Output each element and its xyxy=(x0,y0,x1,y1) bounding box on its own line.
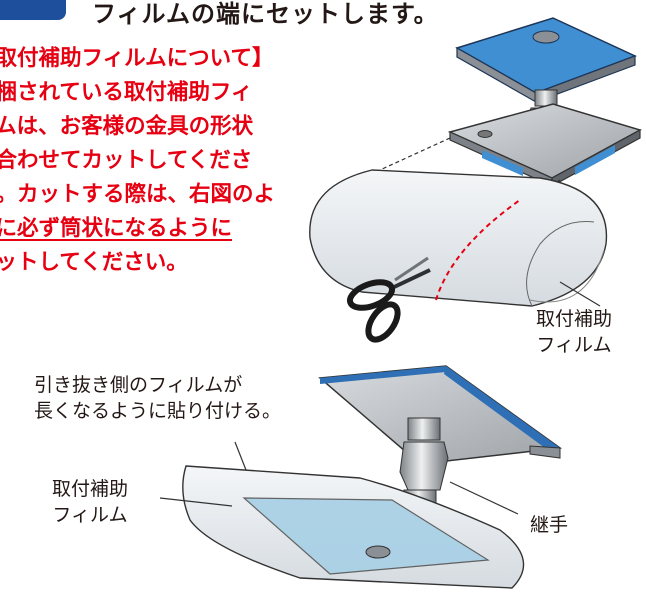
note-line-emphasis: うに必ず筒状になるように xyxy=(0,216,233,241)
note-line: ルムは、お客様の金具の形状 xyxy=(0,114,254,139)
film-label-top: 取付補助 フィルム xyxy=(536,306,612,358)
film-label-bottom: 取付補助 フィルム xyxy=(52,476,128,528)
note-line: 同梱されている取付補助フィ xyxy=(0,80,253,105)
top-base-plate xyxy=(447,103,642,188)
step-instruction: フィルムの端にセットします。 xyxy=(92,0,439,28)
bottom-upper-plate xyxy=(318,365,563,465)
film-label-bottom-line2: フィルム xyxy=(52,504,128,526)
top-blue-plate xyxy=(455,17,637,104)
film-label-top-line2: フィルム xyxy=(536,334,612,356)
film-note: 【取付補助フィルムについて】 同梱されている取付補助フィ ルムは、お客様の金具の… xyxy=(0,42,304,280)
film-label-top-line1: 取付補助 xyxy=(536,308,613,330)
step-number-tab xyxy=(0,0,66,20)
joint-label: 継手 xyxy=(530,514,569,536)
pull-side-line1: 引き抜き側のフィルムが xyxy=(34,374,243,396)
scissors-icon xyxy=(346,256,431,343)
note-heading: 【取付補助フィルムについて】 xyxy=(0,46,274,71)
note-line: い。カットする際は、右図のよ xyxy=(0,182,276,207)
film-label-bottom-line1: 取付補助 xyxy=(52,478,129,500)
pull-side-line2: 長くなるように貼り付ける。 xyxy=(34,400,282,422)
bottom-film-and-plate xyxy=(182,465,525,589)
pull-side-label: 引き抜き側のフィルムが 長くなるように貼り付ける。 xyxy=(34,372,281,424)
leader-line xyxy=(559,281,601,307)
top-film-tube xyxy=(309,169,608,307)
note-line: に合わせてカットしてくださ xyxy=(0,148,253,173)
leader-lines-bottom xyxy=(159,441,519,515)
